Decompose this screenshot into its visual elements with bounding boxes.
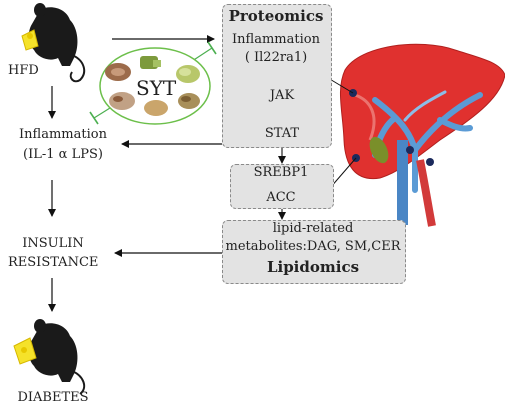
proteomics-jak: JAK xyxy=(269,88,295,103)
lipid-label-line1: lipid-related xyxy=(272,221,354,236)
mouse-hfd-icon xyxy=(21,3,86,83)
lipidomics-box xyxy=(222,220,406,284)
insulin-label-line2: RESISTANCE xyxy=(8,255,99,270)
hfd-label: HFD xyxy=(8,63,39,78)
proteomics-inflammation: Inflammation xyxy=(232,32,320,47)
proteomics-stat: STAT xyxy=(264,126,300,141)
proteomics-box xyxy=(222,4,332,148)
mouse-diabetes-icon xyxy=(13,319,86,395)
inflammation-markers-label: (IL-1 α LPS) xyxy=(23,147,103,162)
herb-pieces xyxy=(105,56,200,116)
lipogenesis-box xyxy=(230,164,334,209)
proteomics-title: Proteomics xyxy=(228,7,324,25)
lipid-label-line2: metabolites:DAG, SM,CER xyxy=(225,239,401,254)
lipidomics-title: Lipidomics xyxy=(266,258,360,276)
inhibit-syt-to-proteomics-bar xyxy=(207,41,217,55)
insulin-label-line1: INSULIN xyxy=(22,236,84,251)
inhibit-syt-to-inflammation-bar xyxy=(89,111,99,125)
proteomics-gene: ( Il22ra1) xyxy=(244,50,308,65)
connector-proteomics-to-liver xyxy=(327,77,354,94)
syt-label: SYT xyxy=(136,76,177,100)
liver-illustration xyxy=(340,43,505,227)
diabetes-label: DIABETES xyxy=(17,390,89,405)
inflammation-label: Inflammation xyxy=(19,127,107,142)
connector-lipogenesis-to-liver xyxy=(329,157,357,189)
acc-label: ACC xyxy=(266,190,296,205)
srebp1-label: SREBP1 xyxy=(253,165,309,180)
